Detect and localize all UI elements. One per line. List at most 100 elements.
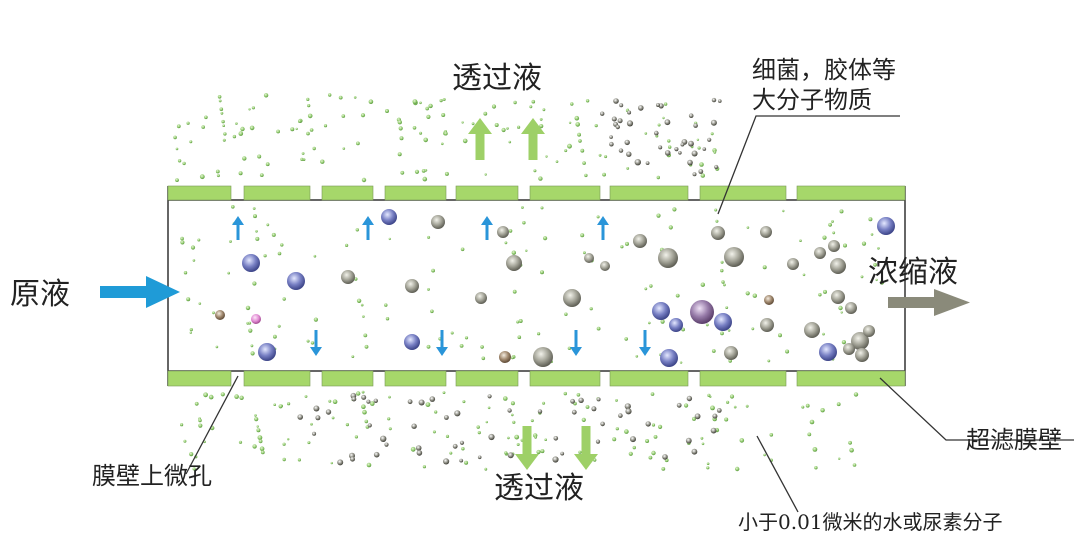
small-molecule-dot [388,395,391,399]
small-molecule-dot [397,152,402,157]
small-molecule-dot [263,254,267,258]
small-molecule-dot [307,104,311,108]
small-molecule-dot [434,410,438,414]
small-molecule-dot [838,305,843,311]
small-molecule-dot [578,397,584,403]
small-molecule-dot [306,97,310,101]
small-molecule-dot [693,123,698,128]
small-molecule-dot [552,456,559,463]
membrane-segment-top [796,185,906,201]
small-molecule-dot [192,467,196,471]
small-molecule-dot [342,147,346,150]
small-molecule-dot [400,170,405,175]
small-molecule-dot [222,138,226,142]
small-molecule-dot [843,243,847,248]
small-molecule-dot [678,151,682,155]
small-molecule-dot [698,169,704,174]
small-molecule-dot [511,356,514,360]
small-molecule-dot [873,262,877,267]
small-molecule-dot [175,147,179,151]
small-molecule-dot [245,305,251,311]
small-molecule-dot [313,317,318,322]
small-molecule-dot [585,99,590,103]
small-molecule-dot [663,102,668,106]
small-molecule-dot [600,421,605,427]
small-molecule-dot [242,156,247,161]
small-molecule-dot [564,312,568,316]
small-molecule-dot [485,420,488,424]
small-molecule-dot [461,447,465,451]
small-molecule-dot [370,401,375,406]
small-molecule-dot [424,169,428,172]
small-molecule-dot [714,164,719,170]
small-molecule-dot [680,142,685,147]
small-molecule-dot [638,105,644,111]
small-molecule-dot [518,319,523,323]
small-molecule-dot [746,226,750,229]
small-molecule-dot [657,123,661,127]
macromolecule-particle [877,217,895,235]
small-molecule-dot [432,430,436,434]
small-molecule-dot [325,409,332,415]
small-molecule-dot [805,403,810,408]
small-molecule-dot [425,402,431,407]
macromolecule-particle [863,325,875,337]
small-molecule-dot [189,140,193,144]
small-molecule-dot [320,159,325,164]
small-molecule-dot [278,404,283,409]
small-molecule-dot [484,173,487,176]
small-molecule-dot [713,150,717,154]
permeate-top-label: 透过液 [452,61,542,96]
membrane-segment-top [243,185,311,201]
macromolecule-particle [600,261,610,271]
macromolecule-particle [814,247,826,259]
small-molecule-dot [345,243,349,247]
small-molecule-dot [280,243,284,247]
flow-down-arrow-icon [436,330,448,356]
small-molecule-dot [727,329,731,332]
small-molecule-dot [510,401,515,406]
small-molecule-dot [822,332,825,336]
small-molecule-dot [443,458,450,465]
small-molecule-dot [602,172,606,177]
small-molecule-dot [252,207,256,210]
small-molecule-dot [619,103,624,108]
small-molecule-dot [710,427,717,434]
small-molecule-dot [615,427,619,431]
small-molecule-dot [576,393,581,397]
small-molecule-dot [364,344,369,349]
small-molecule-dot [232,134,237,139]
small-molecule-dot [426,344,431,349]
small-molecule-dot [223,132,227,136]
small-molecule-dot [735,466,740,472]
small-molecule-dot [563,391,567,396]
macromolecule-particle [711,226,725,240]
small-molecule-dot [583,251,586,255]
small-molecule-dot [763,453,766,457]
small-molecule-dot [668,225,673,230]
small-molecule-dot [313,254,317,258]
macromolecule-particle [404,334,420,350]
feed-arrow-icon [100,276,180,308]
flow-arrows [232,118,651,470]
macromolecule-particle [830,258,846,274]
small-molecule-dot [570,398,575,404]
membrane-wall-label: 超滤膜壁 [966,426,1062,454]
small-molecule-dot [839,209,844,214]
small-molecule-dot [692,416,696,421]
small-molecule-dot [229,240,232,243]
permeate-up-arrow-icon [521,118,545,160]
small-molecule-dot [848,440,852,445]
small-molecule-dot [312,146,316,151]
membrane-segment-top [455,185,519,201]
small-molecule-dot [508,140,512,144]
small-molecule-dot [300,157,304,161]
small-molecule-dot [626,167,630,170]
small-molecule-dot [691,448,698,455]
small-molecule-dot [248,321,252,325]
small-molecule-dot [729,394,735,399]
small-molecule-dot [273,403,277,407]
small-molecule-dot [628,451,633,456]
small-molecule-dot [538,176,543,181]
small-molecule-dot [504,451,508,455]
